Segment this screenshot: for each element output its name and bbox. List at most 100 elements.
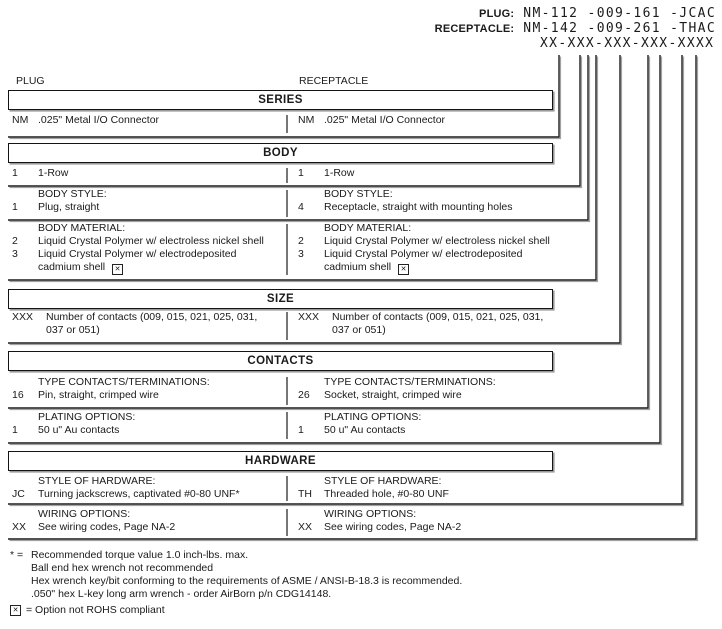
torque-footnote: * = Recommended torque value 1.0 inch-lb…	[10, 549, 462, 601]
body-material-right-column: BODY MATERIAL: 2 Liquid Crystal Polymer …	[287, 222, 553, 275]
option-code: 3	[12, 248, 18, 260]
option-row: 2 Liquid Crystal Polymer w/ electroless …	[296, 235, 553, 248]
option-desc-line2: 037 or 051)	[332, 324, 386, 336]
body-style-left-column: BODY STYLE: 1 Plug, straight	[10, 188, 287, 214]
footnote-line: Recommended torque value 1.0 inch-lbs. m…	[31, 549, 249, 561]
section-header-hardware: HARDWARE	[8, 451, 553, 471]
group-size: XXX Number of contacts (009, 015, 021, 0…	[10, 311, 553, 337]
option-row: 1 1-Row	[10, 167, 287, 180]
receptacle-part-number: NM-142 -009-261 -THAC	[523, 21, 716, 36]
option-group-label: TYPE CONTACTS/TERMINATIONS:	[324, 376, 496, 388]
option-desc: Liquid Crystal Polymer w/ electroless ni…	[324, 235, 550, 247]
option-desc: .025" Metal I/O Connector	[324, 114, 446, 126]
wiring-right-column: WIRING OPTIONS: XX See wiring codes, Pag…	[287, 508, 553, 534]
size-left-column: XXX Number of contacts (009, 015, 021, 0…	[10, 311, 287, 337]
group-plating: PLATING OPTIONS: 1 50 u" Au contacts PLA…	[10, 411, 553, 437]
option-code: 4	[298, 201, 304, 213]
not-rohs-box-icon	[398, 264, 410, 275]
type-contacts-left-column: TYPE CONTACTS/TERMINATIONS: 16 Pin, stra…	[10, 376, 287, 402]
option-group-label: STYLE OF HARDWARE:	[38, 475, 156, 487]
part-number-template-row: XX-XXX-XXX-XXX-XXXX	[540, 36, 714, 51]
receptacle-label: RECEPTACLE:	[434, 23, 515, 35]
receptacle-column-label: RECEPTACLE	[299, 75, 369, 87]
group-body-style: BODY STYLE: 1 Plug, straight BODY STYLE:…	[10, 188, 553, 214]
option-code: 1	[12, 424, 18, 436]
plug-label: PLUG:	[479, 8, 515, 20]
option-group-label: STYLE OF HARDWARE:	[324, 475, 442, 487]
not-rohs-box-icon	[112, 264, 124, 275]
section-header-series: SERIES	[8, 90, 553, 110]
footnote-line: .050" hex L-key long arm wrench - order …	[31, 588, 332, 600]
rohs-footnote-text: = Option not ROHS compliant	[26, 604, 165, 616]
wiring-left-column: WIRING OPTIONS: XX See wiring codes, Pag…	[10, 508, 287, 534]
option-row: XXX Number of contacts (009, 015, 021, 0…	[10, 311, 287, 337]
option-desc: Threaded hole, #0-80 UNF	[324, 488, 449, 500]
option-desc-line2: cadmium shell	[38, 261, 287, 275]
option-code: 2	[12, 235, 18, 247]
option-desc: 50 u" Au contacts	[324, 424, 406, 436]
option-code: NM	[12, 114, 29, 126]
option-row: TH Threaded hole, #0-80 UNF	[296, 488, 553, 501]
option-desc: Liquid Crystal Polymer w/ electroless ni…	[38, 235, 264, 247]
option-desc: See wiring codes, Page NA-2	[324, 521, 462, 533]
option-desc: Turning jackscrews, captivated #0-80 UNF…	[38, 488, 240, 500]
option-row: 1 50 u" Au contacts	[10, 424, 287, 437]
footnote-line: Ball end hex wrench not recommended	[31, 562, 214, 574]
option-code: 1	[298, 424, 304, 436]
option-group-label: WIRING OPTIONS:	[324, 508, 417, 520]
group-wiring: WIRING OPTIONS: XX See wiring codes, Pag…	[10, 508, 553, 534]
option-row: 16 Pin, straight, crimped wire	[10, 389, 287, 402]
series-right-column: NM .025" Metal I/O Connector	[287, 114, 553, 127]
plating-right-column: PLATING OPTIONS: 1 50 u" Au contacts	[287, 411, 553, 437]
body-left-column: 1 1-Row	[10, 167, 287, 180]
option-code: XXX	[298, 311, 320, 323]
option-desc: Number of contacts (009, 015, 021, 025, …	[46, 311, 258, 323]
style-hardware-left-column: STYLE OF HARDWARE: JC Turning jackscrews…	[10, 475, 287, 501]
option-row: 1 50 u" Au contacts	[296, 424, 553, 437]
option-group-label: TYPE CONTACTS/TERMINATIONS:	[38, 376, 210, 388]
footnote-line: Hex wrench key/bit conforming to the req…	[31, 575, 463, 587]
group-type-contacts: TYPE CONTACTS/TERMINATIONS: 16 Pin, stra…	[10, 376, 553, 402]
option-desc: .025" Metal I/O Connector	[38, 114, 160, 126]
option-code: 1	[12, 167, 18, 179]
option-row: 1 Plug, straight	[10, 201, 287, 214]
option-row: 4 Receptacle, straight with mounting hol…	[296, 201, 553, 214]
option-code: 16	[12, 389, 24, 401]
option-group-label: BODY MATERIAL:	[324, 222, 412, 234]
body-style-right-column: BODY STYLE: 4 Receptacle, straight with …	[287, 188, 553, 214]
option-code: XXX	[12, 311, 34, 323]
option-group-label: BODY STYLE:	[38, 188, 107, 200]
option-code: NM	[298, 114, 315, 126]
option-group-label: PLATING OPTIONS:	[38, 411, 136, 423]
rohs-footnote: = Option not ROHS compliant	[10, 604, 165, 616]
option-code: 2	[298, 235, 304, 247]
option-desc: Number of contacts (009, 015, 021, 025, …	[332, 311, 544, 323]
plug-column-label: PLUG	[16, 75, 45, 87]
group-body-material: BODY MATERIAL: 2 Liquid Crystal Polymer …	[10, 222, 553, 275]
option-code: XX	[12, 521, 27, 533]
option-row: 1 1-Row	[296, 167, 553, 180]
option-code: JC	[12, 488, 25, 500]
receptacle-part-number-row: RECEPTACLE: NM-142 -009-261 -THAC	[435, 21, 716, 36]
option-desc: 50 u" Au contacts	[38, 424, 120, 436]
option-desc: Liquid Crystal Polymer w/ electrodeposit…	[324, 248, 523, 260]
option-desc: Liquid Crystal Polymer w/ electrodeposit…	[38, 248, 237, 260]
option-group-label: BODY MATERIAL:	[38, 222, 126, 234]
option-desc: Pin, straight, crimped wire	[38, 389, 159, 401]
option-code: 1	[12, 201, 18, 213]
option-group-label: BODY STYLE:	[324, 188, 393, 200]
option-row: 3 Liquid Crystal Polymer w/ electrodepos…	[10, 248, 287, 275]
body-right-column: 1 1-Row	[287, 167, 553, 180]
type-contacts-right-column: TYPE CONTACTS/TERMINATIONS: 26 Socket, s…	[287, 376, 553, 402]
plug-part-number-row: PLUG: NM-112 -009-161 -JCAC	[479, 6, 716, 21]
option-group-label: WIRING OPTIONS:	[38, 508, 131, 520]
option-desc: Receptacle, straight with mounting holes	[324, 201, 513, 213]
option-row: 2 Liquid Crystal Polymer w/ electroless …	[10, 235, 287, 248]
option-code: 1	[298, 167, 304, 179]
option-desc: Socket, straight, crimped wire	[324, 389, 462, 401]
option-row: NM .025" Metal I/O Connector	[10, 114, 287, 127]
series-left-column: NM .025" Metal I/O Connector	[10, 114, 287, 127]
option-row: JC Turning jackscrews, captivated #0-80 …	[10, 488, 287, 501]
